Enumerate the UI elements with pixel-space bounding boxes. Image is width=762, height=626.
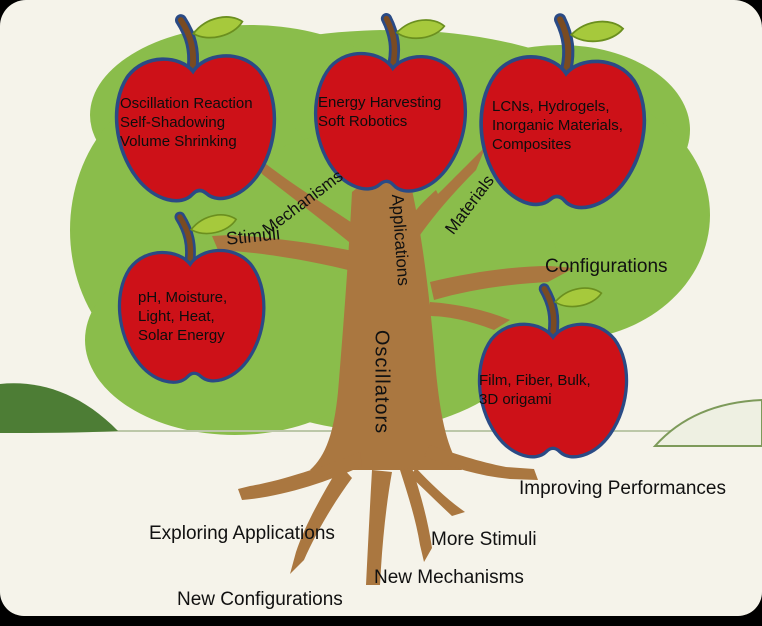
apple-text-applications: Energy Harvesting Soft Robotics: [318, 94, 442, 131]
root-label-new-configurations: New Configurations: [177, 589, 343, 610]
root-left-long: [238, 452, 362, 500]
apple-text-stimuli: pH, Moisture, Light, Heat, Solar Energy: [138, 289, 228, 345]
branch-configurations: [430, 266, 574, 300]
branch-label-configurations: Configurations: [545, 256, 668, 277]
branch-mechanisms: [252, 150, 360, 246]
root-left-down: [290, 465, 352, 574]
apple-text-configurations: Film, Fiber, Bulk, 3D origami: [479, 372, 591, 409]
root-right-short: [410, 468, 465, 516]
root-center-down: [366, 470, 392, 585]
branch-stimuli: [212, 235, 358, 272]
branch-lower-right: [428, 302, 510, 330]
trunk-shape: [310, 180, 462, 471]
root-center-right-down: [400, 468, 432, 562]
hill-right: [652, 398, 762, 447]
root-label-more-stimuli: More Stimuli: [431, 529, 537, 550]
root-right-long: [424, 445, 538, 480]
root-label-new-mechanisms: New Mechanisms: [374, 567, 524, 588]
hill-left: [0, 383, 118, 433]
apple-text-mechanisms: Oscillation Reaction Self-Shadowing Volu…: [120, 95, 253, 151]
branch-twig-right: [412, 190, 440, 226]
apple-text-materials: LCNs, Hydrogels, Inorganic Materials, Co…: [492, 98, 623, 154]
root-label-exploring-applications: Exploring Applications: [149, 523, 335, 544]
root-label-improving-performances: Improving Performances: [519, 478, 726, 499]
trunk-label: Oscillators: [370, 329, 393, 435]
